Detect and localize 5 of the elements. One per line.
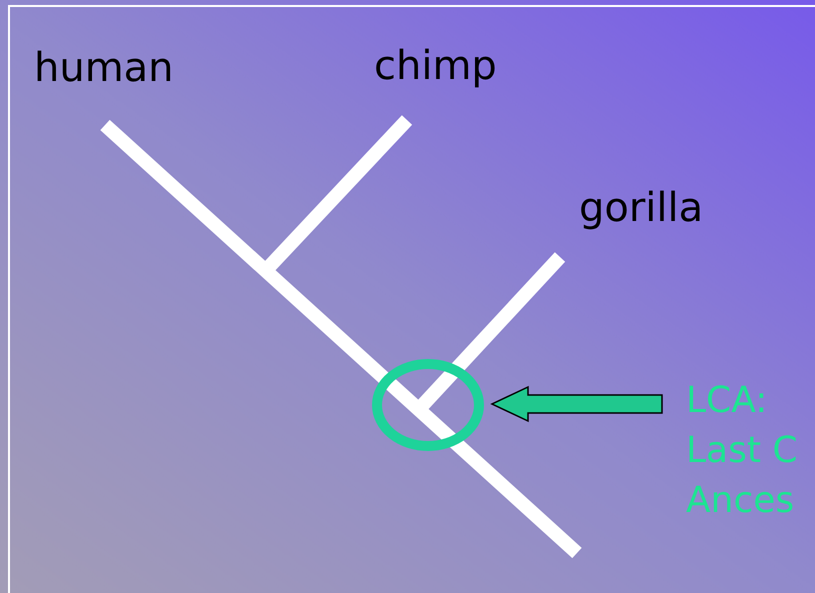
species-label: chimp — [374, 46, 497, 86]
species-label: human — [34, 48, 174, 88]
species-label: gorilla — [579, 188, 704, 228]
annotation-text: LCA: Last C Ances — [686, 376, 810, 532]
arrow — [490, 386, 663, 422]
